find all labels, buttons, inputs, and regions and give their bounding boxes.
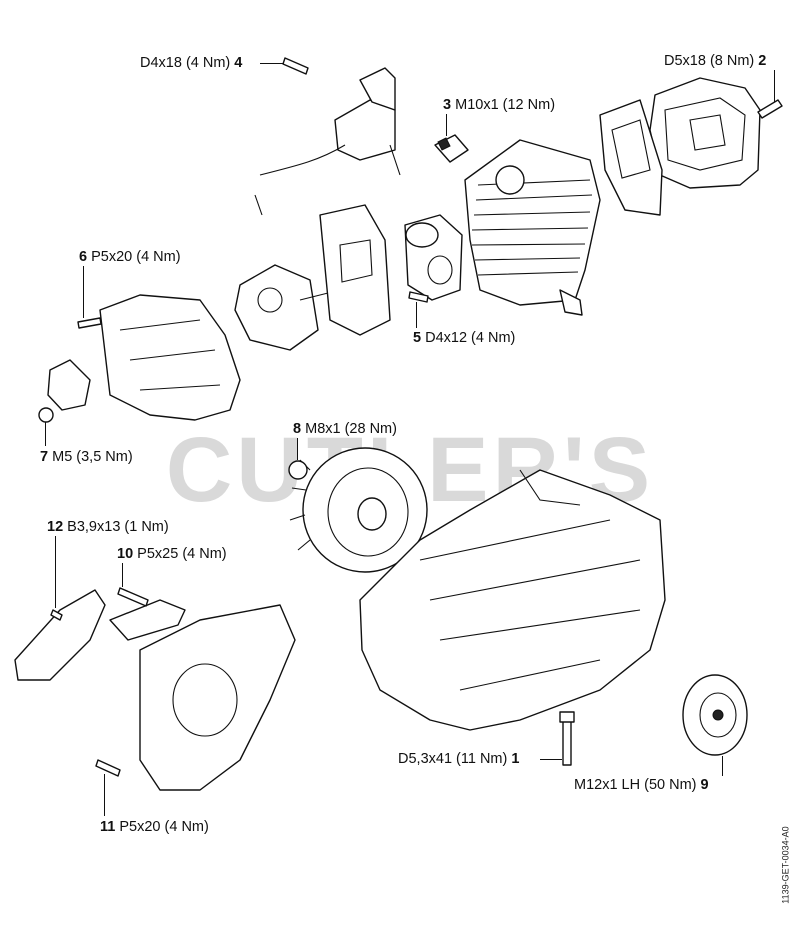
callout-2: D5x18 (8 Nm) 2	[664, 52, 766, 70]
callout-number: 12	[47, 519, 64, 535]
cylinder-part	[464, 139, 601, 316]
callout-8: 8 M8x1 (28 Nm)	[293, 420, 397, 438]
callout-number: 9	[700, 777, 709, 793]
spark-plug-part	[434, 134, 469, 163]
callout-12: 12 B3,9x13 (1 Nm)	[47, 518, 169, 536]
callout-4: D4x18 (4 Nm) 4	[140, 54, 242, 72]
callout-1: D5,3x41 (11 Nm) 1	[398, 750, 519, 768]
callout-10: 10 P5x25 (4 Nm)	[117, 545, 227, 563]
callout-spec: M12x1 LH (50 Nm)	[574, 777, 697, 793]
callout-spec: P5x25 (4 Nm)	[137, 546, 227, 562]
screw-4-part	[282, 57, 309, 75]
nut-8-part	[288, 460, 308, 480]
screw-11-part	[95, 759, 121, 777]
leader-line	[260, 63, 284, 64]
callout-number: 6	[79, 249, 88, 265]
ignition-module-part	[254, 67, 401, 216]
callout-number: 10	[117, 546, 134, 562]
leader-line	[722, 756, 723, 776]
callout-5: 5 D4x12 (4 Nm)	[413, 329, 515, 347]
screw-6-part	[77, 317, 102, 329]
callout-spec: D4x12 (4 Nm)	[425, 330, 516, 346]
callout-number: 5	[413, 330, 422, 346]
callout-spec: M10x1 (12 Nm)	[455, 97, 556, 113]
callout-spec: M8x1 (28 Nm)	[305, 421, 397, 437]
leader-line	[446, 114, 447, 136]
callout-number: 4	[234, 55, 243, 71]
callout-3: 3 M10x1 (12 Nm)	[443, 96, 555, 114]
choke-lever-part	[47, 359, 91, 411]
callout-number: 11	[100, 819, 116, 835]
leader-line	[540, 759, 562, 760]
muffler-part	[649, 77, 761, 189]
air-filter-housing-part	[99, 294, 241, 421]
deflector-plate-part	[14, 589, 106, 681]
leader-line	[45, 422, 46, 446]
leader-line	[416, 302, 417, 328]
callout-spec: D4x18 (4 Nm)	[140, 55, 231, 71]
callout-number: 7	[40, 449, 49, 465]
callout-number: 1	[511, 751, 520, 767]
callout-spec: B3,9x13 (1 Nm)	[67, 519, 169, 535]
callout-number: 2	[758, 53, 767, 69]
leader-line	[122, 563, 123, 587]
callout-spec: D5x18 (8 Nm)	[664, 53, 755, 69]
bolt-1-part	[559, 711, 575, 766]
callout-7: 7 M5 (3,5 Nm)	[40, 448, 133, 466]
clutch-part	[682, 674, 748, 756]
crankcase-part	[359, 469, 666, 731]
callout-spec: P5x20 (4 Nm)	[119, 819, 209, 835]
carburetor-box-part	[319, 204, 391, 336]
flywheel-part	[289, 447, 428, 573]
intake-manifold-part	[404, 214, 463, 301]
callout-9: M12x1 LH (50 Nm) 9	[574, 776, 709, 794]
screw-5-part	[408, 291, 429, 303]
leader-line	[55, 536, 56, 608]
document-code: 1139-GET-0034-A0	[780, 826, 791, 904]
leader-line	[104, 774, 105, 816]
callout-number: 3	[443, 97, 452, 113]
starter-cover-part	[109, 599, 296, 791]
callout-number: 8	[293, 421, 302, 437]
leader-line	[297, 438, 298, 460]
leader-line	[83, 266, 84, 318]
nut-7-part	[38, 407, 54, 423]
callout-spec: D5,3x41 (11 Nm)	[398, 751, 508, 767]
muffler-gasket-part	[599, 99, 663, 216]
leader-line	[774, 70, 775, 102]
callout-11: 11 P5x20 (4 Nm)	[100, 818, 209, 836]
callout-spec: M5 (3,5 Nm)	[52, 449, 133, 465]
screw-12-part	[50, 609, 63, 621]
callout-6: 6 P5x20 (4 Nm)	[79, 248, 181, 266]
screw-10-part	[117, 587, 149, 607]
callout-spec: P5x20 (4 Nm)	[91, 249, 181, 265]
screw-2-part	[757, 99, 783, 119]
